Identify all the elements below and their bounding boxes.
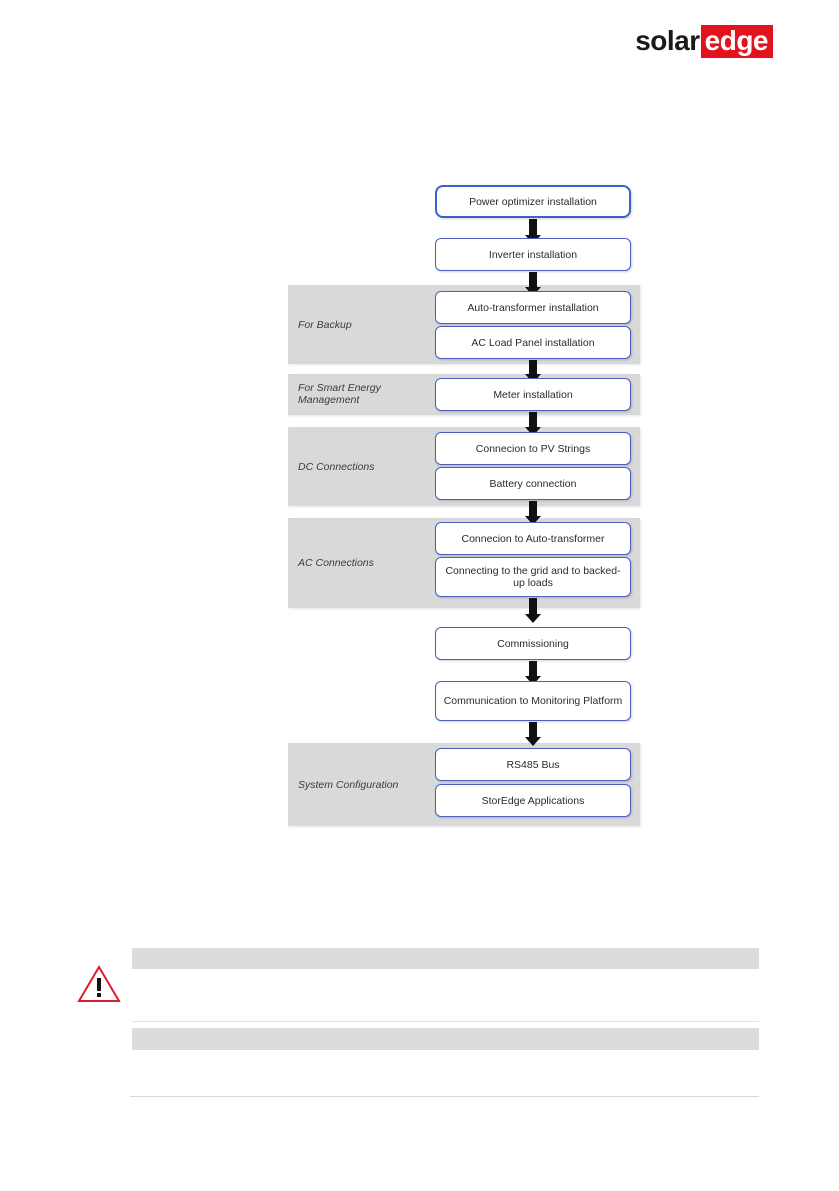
group-label-dc-connections: DC Connections	[298, 461, 375, 473]
flow-arrow-1	[524, 219, 541, 244]
flow-node-connecting-to-grid-and-backed-up-loads[interactable]: Connecting to the grid and to backed-up …	[435, 557, 631, 597]
installation-flowchart: For Backup For Smart Energy Management D…	[288, 185, 640, 826]
logo-text-edge: edge	[704, 24, 769, 56]
note-second-heading-bar	[132, 1028, 759, 1050]
flow-arrow-2	[524, 272, 541, 296]
warning-triangle-icon	[76, 964, 122, 1004]
flow-arrow-4	[524, 412, 541, 436]
flow-arrow-7	[524, 661, 541, 685]
flow-node-power-optimizer-installation[interactable]: Power optimizer installation	[435, 185, 631, 218]
flow-node-storedge-applications[interactable]: StorEdge Applications	[435, 784, 631, 817]
group-label-ac-connections: AC Connections	[298, 557, 374, 569]
flow-node-auto-transformer-installation[interactable]: Auto-transformer installation	[435, 291, 631, 324]
note-heading-bar	[132, 948, 759, 969]
logo-text-solar: solar	[635, 25, 700, 56]
flow-node-commissioning[interactable]: Commissioning	[435, 627, 631, 660]
group-label-system-config: System Configuration	[298, 779, 399, 791]
flow-node-connection-to-pv-strings[interactable]: Connecion to PV Strings	[435, 432, 631, 465]
flow-node-connection-to-auto-transformer[interactable]: Connecion to Auto-transformer	[435, 522, 631, 555]
flow-node-inverter-installation[interactable]: Inverter installation	[435, 238, 631, 271]
flow-arrow-5	[524, 501, 541, 525]
note-body-divider	[132, 1021, 759, 1022]
group-label-for-backup: For Backup	[298, 319, 352, 331]
flow-node-communication-to-monitoring-platform[interactable]: Communication to Monitoring Platform	[435, 681, 631, 721]
flow-arrow-6	[524, 598, 541, 623]
group-label-smart-energy: For Smart Energy Management	[298, 382, 381, 406]
footer-divider	[130, 1096, 759, 1097]
flow-node-ac-load-panel-installation[interactable]: AC Load Panel installation	[435, 326, 631, 359]
flow-node-battery-connection[interactable]: Battery connection	[435, 467, 631, 500]
logo-edge-box: edge	[700, 24, 773, 58]
flow-node-meter-installation[interactable]: Meter installation	[435, 378, 631, 411]
flow-arrow-8	[524, 722, 541, 746]
flow-arrow-3	[524, 360, 541, 383]
flow-node-rs485-bus[interactable]: RS485 Bus	[435, 748, 631, 781]
solaredge-logo: solar edge	[623, 24, 773, 58]
